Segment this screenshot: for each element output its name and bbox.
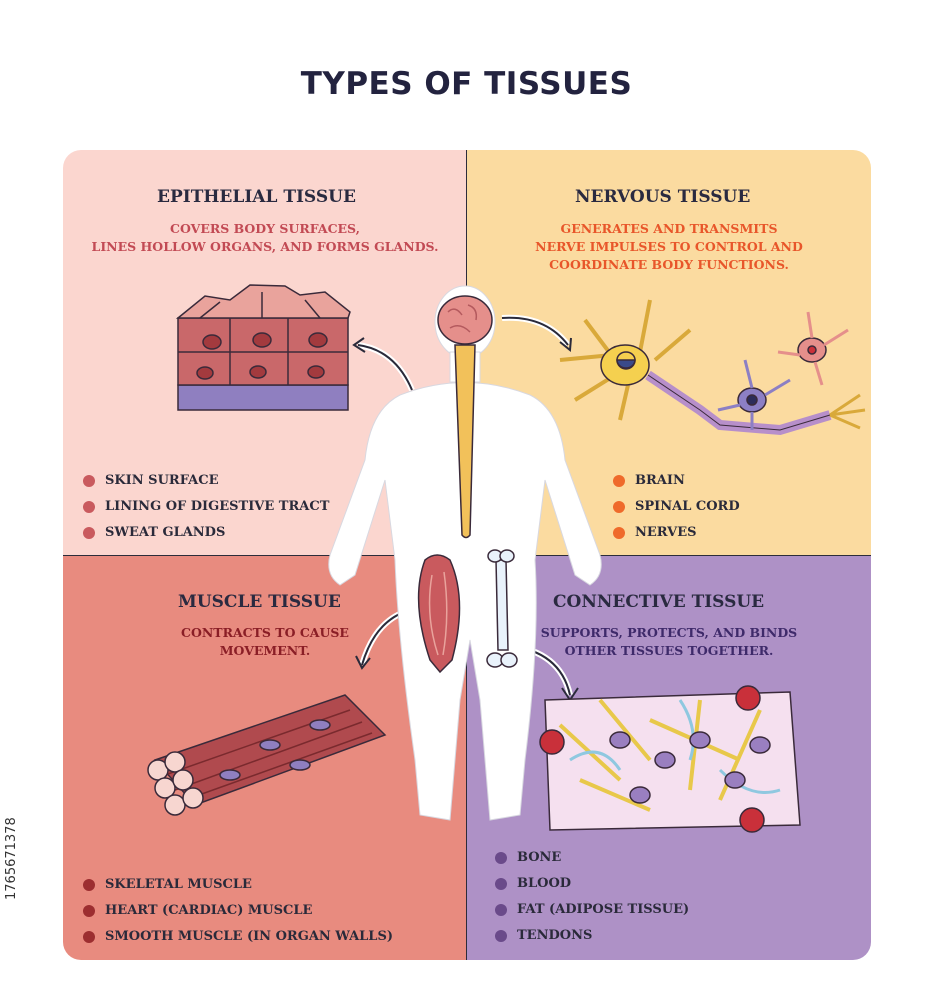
epithelial-desc-line: LINES HOLLOW ORGANS, AND FORMS GLANDS. <box>91 239 439 254</box>
list-item-label: BONE <box>517 850 562 865</box>
bullet-dot <box>83 475 95 487</box>
epithelial-list: SKIN SURFACE LINING OF DIGESTIVE TRACT S… <box>83 474 329 552</box>
list-item-label: SPINAL CORD <box>635 499 740 514</box>
list-item-label: HEART (CARDIAC) MUSCLE <box>105 903 313 918</box>
list-item: SKELETAL MUSCLE <box>83 878 393 904</box>
nervous-desc-line: NERVE IMPULSES TO CONTROL AND <box>535 239 803 254</box>
muscle-list: SKELETAL MUSCLE HEART (CARDIAC) MUSCLE S… <box>83 878 393 956</box>
list-item: BONE <box>495 851 689 877</box>
list-item: SPINAL CORD <box>613 500 740 526</box>
list-item: FAT (ADIPOSE TISSUE) <box>495 903 689 929</box>
bullet-dot <box>83 879 95 891</box>
connective-tissue-illustration <box>539 685 801 833</box>
muscle-title: MUSCLE TISSUE <box>178 592 341 612</box>
leg-bone <box>486 549 518 668</box>
nervous-description: GENERATES AND TRANSMITS NERVE IMPULSES T… <box>477 220 861 274</box>
epithelial-title: EPITHELIAL TISSUE <box>157 187 356 207</box>
bullet-dot <box>495 852 507 864</box>
neurons-illustration <box>559 299 866 436</box>
thigh-muscle <box>417 554 461 674</box>
list-item: LINING OF DIGESTIVE TRACT <box>83 500 329 526</box>
bullet-dot <box>495 904 507 916</box>
list-item: SWEAT GLANDS <box>83 526 329 552</box>
epithelial-desc-line: COVERS BODY SURFACES, <box>170 221 360 236</box>
muscle-fibers-illustration <box>147 694 387 816</box>
connective-desc-line: OTHER TISSUES TOGETHER. <box>564 643 774 658</box>
bullet-dot <box>613 527 625 539</box>
list-item-label: LINING OF DIGESTIVE TRACT <box>105 499 330 514</box>
connective-desc-line: SUPPORTS, PROTECTS, AND BINDS <box>540 625 798 640</box>
stock-id: 1765671378 <box>4 817 19 900</box>
connective-title: CONNECTIVE TISSUE <box>553 592 765 612</box>
bullet-dot <box>83 527 95 539</box>
connective-list: BONE BLOOD FAT (ADIPOSE TISSUE) TENDONS <box>495 851 689 955</box>
list-item: BLOOD <box>495 877 689 903</box>
epithelial-description: COVERS BODY SURFACES, LINES HOLLOW ORGAN… <box>73 220 457 256</box>
list-item: HEART (CARDIAC) MUSCLE <box>83 904 393 930</box>
list-item-label: TENDONS <box>517 928 593 943</box>
list-item-label: SMOOTH MUSCLE (IN ORGAN WALLS) <box>105 929 393 944</box>
list-item-label: SKIN SURFACE <box>105 473 219 488</box>
bullet-dot <box>83 905 95 917</box>
epithelial-cells-illustration <box>175 284 351 411</box>
brain-spinal-cord <box>437 295 493 539</box>
list-item: SKIN SURFACE <box>83 474 329 500</box>
bullet-dot <box>613 501 625 513</box>
bullet-dot <box>495 930 507 942</box>
bullet-dot <box>83 931 95 943</box>
bullet-dot <box>613 475 625 487</box>
muscle-desc-line: MOVEMENT. <box>219 643 311 658</box>
muscle-desc-line: CONTRACTS TO CAUSE <box>181 625 349 640</box>
bullet-dot <box>495 878 507 890</box>
nervous-desc-line: GENERATES AND TRANSMITS <box>560 221 778 236</box>
list-item-label: NERVES <box>635 525 697 540</box>
bullet-dot <box>83 501 95 513</box>
nervous-title: NERVOUS TISSUE <box>575 187 751 207</box>
list-item: NERVES <box>613 526 740 552</box>
muscle-description: CONTRACTS TO CAUSE MOVEMENT. <box>73 624 457 660</box>
list-item-label: FAT (ADIPOSE TISSUE) <box>517 902 690 917</box>
list-item: BRAIN <box>613 474 740 500</box>
list-item-label: BRAIN <box>635 473 685 488</box>
list-item-label: SKELETAL MUSCLE <box>105 877 252 892</box>
nervous-desc-line: COORDINATE BODY FUNCTIONS. <box>549 257 789 272</box>
list-item: SMOOTH MUSCLE (IN ORGAN WALLS) <box>83 930 393 956</box>
connective-description: SUPPORTS, PROTECTS, AND BINDS OTHER TISS… <box>477 624 861 660</box>
nervous-list: BRAIN SPINAL CORD NERVES <box>613 474 740 552</box>
page-title: TYPES OF TISSUES <box>300 66 633 102</box>
list-item-label: SWEAT GLANDS <box>105 525 226 540</box>
list-item: TENDONS <box>495 929 689 955</box>
list-item-label: BLOOD <box>517 876 572 891</box>
